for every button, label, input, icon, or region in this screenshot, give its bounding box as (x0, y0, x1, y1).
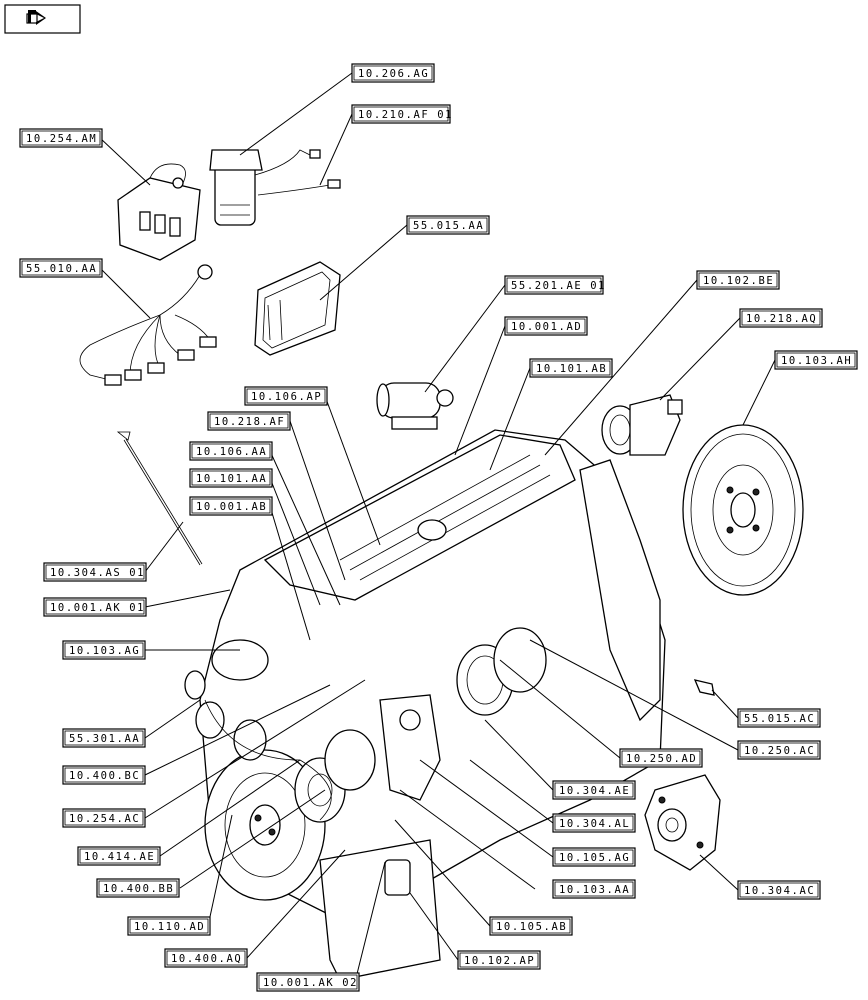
callout-label: 10.206.AG (358, 68, 429, 80)
callout-10-110-ad[interactable]: 10.110.AD (127, 916, 211, 936)
vacuum-pump (644, 774, 721, 871)
ecu-module (254, 261, 341, 356)
callout-label: 10.400.AQ (171, 953, 242, 965)
callout-label: 10.001.AK 01 (50, 602, 145, 614)
callout-label: 10.304.AL (559, 818, 630, 830)
callout-10-304-ac[interactable]: 10.304.AC (737, 880, 821, 900)
callout-10-210-af-01[interactable]: 10.210.AF 01 (351, 104, 453, 124)
callout-label: 55.201.AE 01 (511, 280, 606, 292)
callout-10-102-ap[interactable]: 10.102.AP (457, 950, 541, 970)
fuel-filter (209, 149, 341, 226)
callout-label: 10.106.AP (251, 391, 322, 403)
callout-10-103-ag[interactable]: 10.103.AG (62, 640, 146, 660)
callout-label: 10.103.AG (69, 645, 140, 657)
leader-lines (99, 72, 776, 983)
parts-illustration (79, 149, 804, 981)
callout-label: 10.106.AA (196, 446, 267, 458)
wiring-harness (79, 264, 217, 386)
callout-55-010-aa[interactable]: 55.010.AA (19, 258, 103, 278)
callout-label: 10.414.AE (84, 851, 155, 863)
callout-10-106-aa[interactable]: 10.106.AA (189, 441, 273, 461)
callout-label: 10.110.AD (134, 921, 205, 933)
callout-label: 10.250.AD (626, 753, 697, 765)
callout-label: 55.015.AC (744, 713, 815, 725)
callout-label: 10.218.AF (214, 416, 285, 428)
callout-55-201-ae-01[interactable]: 55.201.AE 01 (504, 275, 606, 295)
callout-label: 10.102.AP (464, 955, 535, 967)
callout-label: 10.210.AF 01 (358, 109, 453, 121)
callout-10-001-ak-01[interactable]: 10.001.AK 01 (43, 597, 147, 617)
callout-label: 10.218.AQ (746, 313, 817, 325)
callout-10-254-am[interactable]: 10.254.AM (19, 128, 103, 148)
callout-10-101-aa[interactable]: 10.101.AA (189, 468, 273, 488)
callout-55-301-aa[interactable]: 55.301.AA (62, 728, 146, 748)
callout-10-254-ac[interactable]: 10.254.AC (62, 808, 146, 828)
callout-10-414-ae[interactable]: 10.414.AE (77, 846, 161, 866)
callout-label: 10.101.AA (196, 473, 267, 485)
callout-10-001-ab[interactable]: 10.001.AB (189, 496, 273, 516)
callout-10-250-ad[interactable]: 10.250.AD (619, 748, 703, 768)
callout-label: 55.015.AA (413, 220, 484, 232)
callout-10-102-be[interactable]: 10.102.BE (696, 270, 780, 290)
callout-10-103-aa[interactable]: 10.103.AA (552, 879, 636, 899)
callout-10-105-ag[interactable]: 10.105.AG (552, 847, 636, 867)
callout-label: 10.304.AE (559, 785, 630, 797)
starter-motor (376, 382, 454, 430)
callout-10-400-bc[interactable]: 10.400.BC (62, 765, 146, 785)
callout-label: 10.105.AG (559, 852, 630, 864)
callout-10-103-ah[interactable]: 10.103.AH (774, 350, 858, 370)
callout-label: 10.001.AK 02 (263, 977, 358, 989)
callout-10-218-aq[interactable]: 10.218.AQ (739, 308, 823, 328)
callout-10-105-ab[interactable]: 10.105.AB (489, 916, 573, 936)
callout-label: 10.103.AA (559, 884, 630, 896)
callout-label: 10.254.AM (26, 133, 97, 145)
fuel-pump (601, 394, 683, 456)
callout-label: 10.304.AC (744, 885, 815, 897)
callout-10-304-ae[interactable]: 10.304.AE (552, 780, 636, 800)
dipstick (116, 431, 203, 566)
callout-10-400-bb[interactable]: 10.400.BB (96, 878, 180, 898)
callout-label: 10.001.AB (196, 501, 267, 513)
callout-55-015-ac[interactable]: 55.015.AC (737, 708, 821, 728)
callout-label: 10.102.BE (703, 275, 774, 287)
flywheel (682, 424, 804, 596)
callout-label: 10.254.AC (69, 813, 140, 825)
callout-10-250-ac[interactable]: 10.250.AC (737, 740, 821, 760)
callout-label: 10.400.BB (103, 883, 174, 895)
return-arrow-icon (26, 10, 46, 25)
callout-labels: 10.206.AG 10.210.AF 01 10.254.AM 55.015.… (19, 63, 858, 992)
callout-10-101-ab[interactable]: 10.101.AB (529, 358, 613, 378)
relay-box (117, 163, 201, 261)
callout-label: 55.010.AA (26, 263, 97, 275)
callout-10-206-ag[interactable]: 10.206.AG (351, 63, 435, 83)
callout-10-400-aq[interactable]: 10.400.AQ (164, 948, 248, 968)
callout-55-015-aa[interactable]: 55.015.AA (406, 215, 490, 235)
callout-label: 10.001.AD (511, 321, 582, 333)
callout-10-304-as-01[interactable]: 10.304.AS 01 (43, 562, 147, 582)
callout-label: 10.304.AS 01 (50, 567, 145, 579)
back-button[interactable] (4, 4, 81, 34)
callout-label: 55.301.AA (69, 733, 140, 745)
callout-10-304-al[interactable]: 10.304.AL (552, 813, 636, 833)
callout-label: 10.103.AH (781, 355, 852, 367)
callout-10-218-af[interactable]: 10.218.AF (207, 411, 291, 431)
callout-10-001-ad[interactable]: 10.001.AD (504, 316, 588, 336)
callout-label: 10.101.AB (536, 363, 607, 375)
callout-10-106-ap[interactable]: 10.106.AP (244, 386, 328, 406)
callout-label: 10.105.AB (496, 921, 567, 933)
callout-10-001-ak-02[interactable]: 10.001.AK 02 (256, 972, 360, 992)
callout-label: 10.250.AC (744, 745, 815, 757)
callout-label: 10.400.BC (69, 770, 140, 782)
